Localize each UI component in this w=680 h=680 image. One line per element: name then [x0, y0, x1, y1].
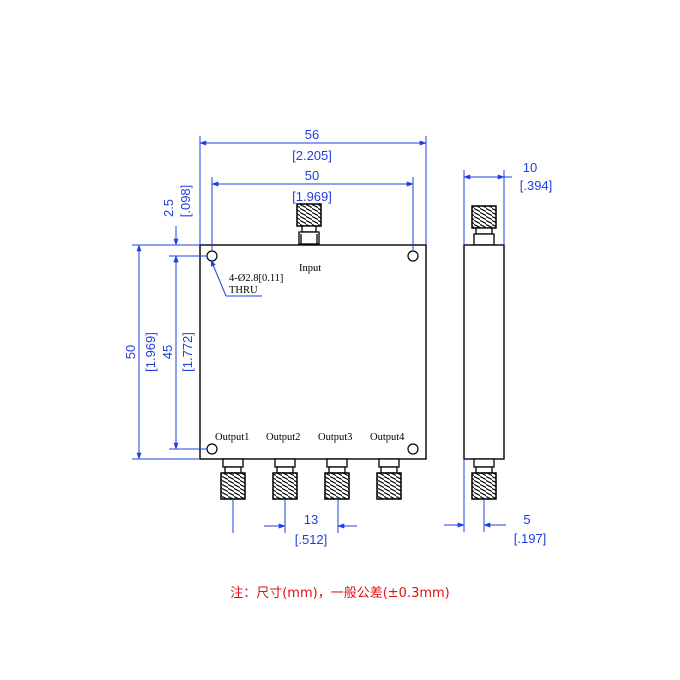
- dim-overall-height: [132, 244, 200, 460]
- side-body: [463, 244, 505, 460]
- output-connectors: [220, 458, 402, 500]
- output-connector-3: [324, 458, 350, 500]
- hole-callout-thru: THRU: [229, 285, 258, 296]
- dim-edge-offset-inch: [.098]: [178, 185, 193, 218]
- output3-label: Output3: [318, 432, 352, 443]
- mounting-hole-top-right: [407, 250, 419, 262]
- output2-label: Output2: [266, 432, 300, 443]
- front-view: Input Output1 Output2 Output3 Output4 4-…: [123, 127, 427, 547]
- dim-hole-spacing-y-inch: [1.772]: [180, 332, 195, 372]
- dim-thickness-mm: 10: [523, 160, 537, 175]
- hole-callout: 4-Ø2.8[0.11] THRU: [210, 259, 283, 297]
- dim-connector-pitch: [232, 500, 357, 533]
- side-top-connector: [471, 205, 497, 246]
- output-connector-2: [272, 458, 298, 500]
- side-bottom-connector: [471, 458, 497, 500]
- hole-callout-size: 4-Ø2.8[0.11]: [229, 273, 283, 284]
- dim-edge-offset-mm: 2.5: [161, 199, 176, 217]
- input-label: Input: [299, 263, 321, 274]
- splitter-body: [199, 244, 427, 460]
- output-connector-4: [376, 458, 402, 500]
- dim-connector-offset-mm: 5: [523, 512, 530, 527]
- dim-thickness: [463, 170, 512, 245]
- dim-overall-width: [199, 136, 427, 245]
- mounting-hole-bottom-right: [407, 443, 419, 455]
- dim-connector-offset-inch: [.197]: [514, 531, 547, 546]
- output1-label: Output1: [215, 432, 249, 443]
- dim-connector-pitch-mm: 13: [304, 512, 318, 527]
- input-connector: [296, 203, 322, 245]
- dim-overall-width-mm: 56: [305, 127, 319, 142]
- dim-connector-pitch-inch: [.512]: [295, 532, 328, 547]
- dim-hole-spacing-x-inch: [1.969]: [292, 189, 332, 204]
- tolerance-note: 注：尺寸(mm)，一般公差(±0.3mm): [230, 586, 450, 601]
- output-connector-1: [220, 458, 246, 500]
- dim-overall-height-inch: [1.969]: [143, 332, 158, 372]
- dim-overall-height-mm: 50: [123, 345, 138, 359]
- dim-hole-spacing-y-mm: 45: [160, 345, 175, 359]
- dim-hole-spacing-y: [169, 255, 207, 450]
- output4-label: Output4: [370, 432, 405, 443]
- dim-hole-spacing-x: [211, 177, 414, 250]
- dim-connector-offset: [444, 459, 506, 532]
- dim-thickness-inch: [.394]: [520, 178, 553, 193]
- side-view: 10 [.394] 5 [.197]: [444, 160, 552, 546]
- dim-hole-spacing-x-mm: 50: [305, 168, 319, 183]
- dim-overall-width-inch: [2.205]: [292, 148, 332, 163]
